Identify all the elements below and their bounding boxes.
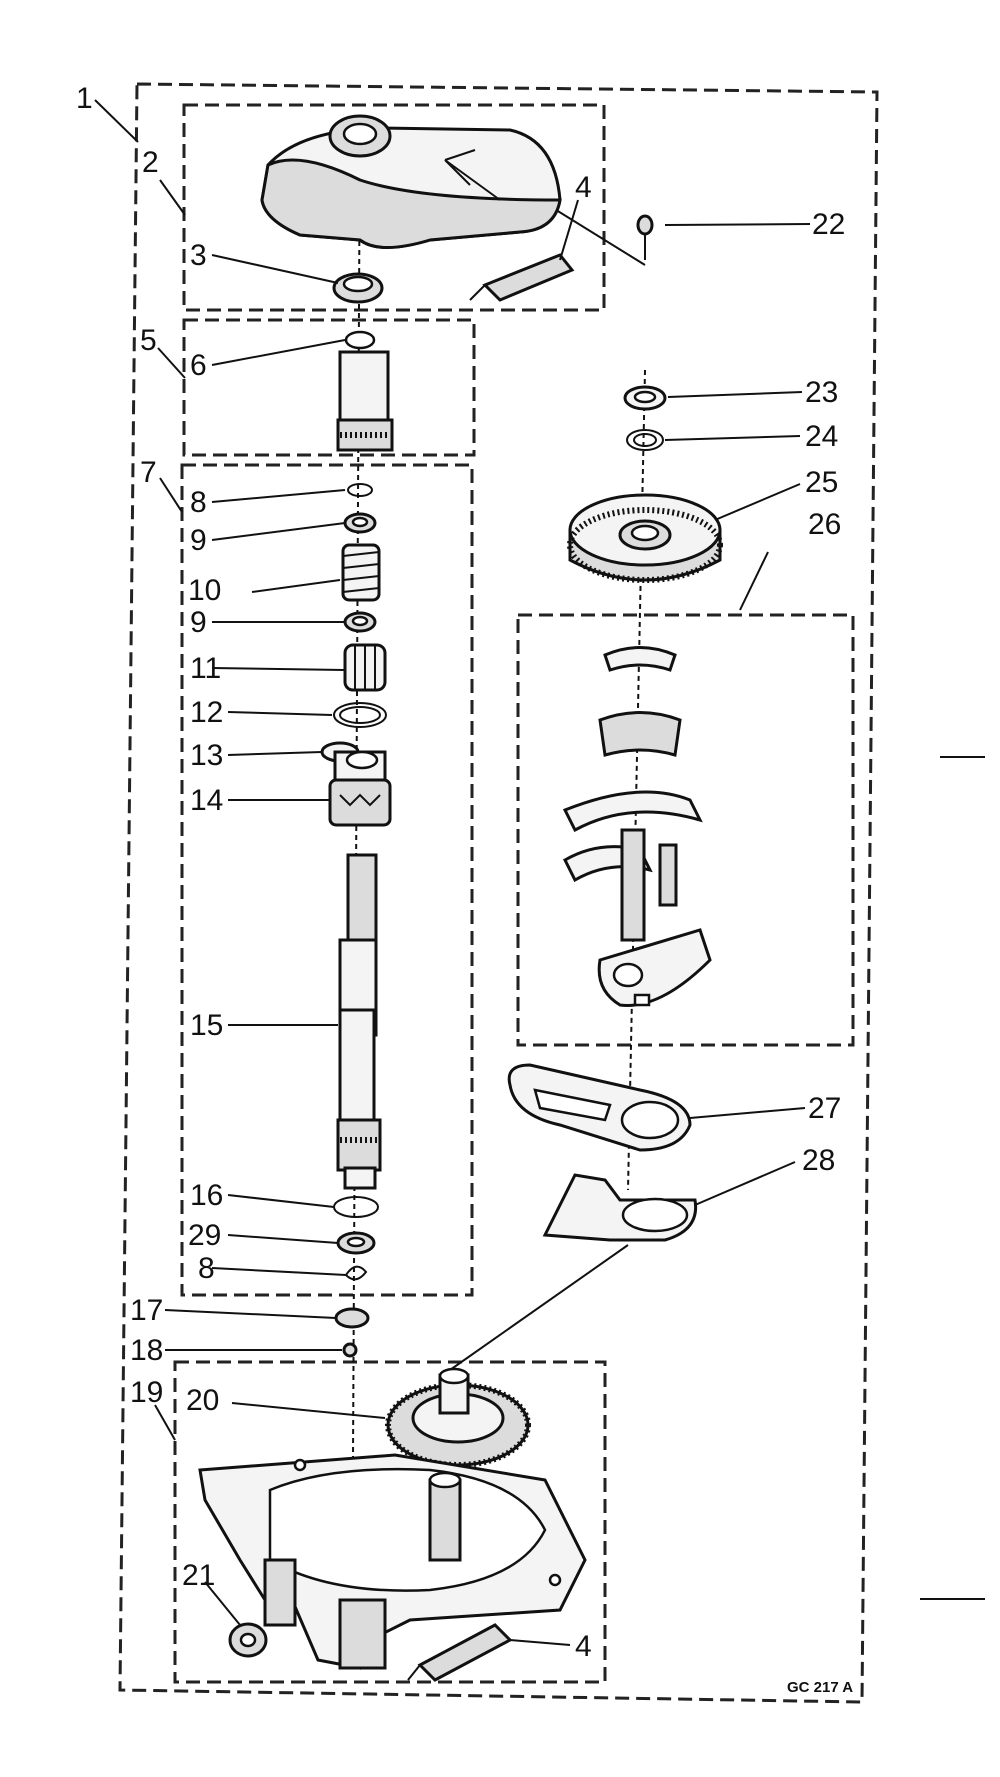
washer-16 (333, 1196, 379, 1218)
washer-9-lower (343, 611, 377, 633)
callout-5: 5 (140, 324, 157, 357)
callout-10: 10 (188, 574, 221, 607)
margin-marks (920, 756, 985, 1600)
callout-7: 7 (140, 456, 157, 489)
callout-20: 20 (186, 1384, 219, 1417)
callout-24: 24 (805, 420, 838, 453)
retaining-clip-upper (347, 483, 373, 497)
callout-4-lower: 4 (575, 1630, 592, 1663)
callout-9-lower: 9 (190, 606, 207, 639)
gear-link-line (449, 1244, 629, 1371)
shift-lever-27 (507, 1063, 692, 1152)
callout-3: 3 (190, 239, 207, 272)
agitator-shaft-15 (336, 853, 382, 1190)
group-2-box (182, 103, 606, 312)
callout-28: 28 (802, 1144, 835, 1177)
leader-lines (94, 99, 811, 1646)
callout-19: 19 (130, 1376, 163, 1409)
drawing-reference-code: GC 217 A (787, 1679, 853, 1696)
bearing-29 (336, 1231, 376, 1255)
assembly-1-outline (118, 82, 879, 1704)
callout-17: 17 (130, 1294, 163, 1327)
callout-15: 15 (190, 1009, 223, 1042)
callout-2: 2 (142, 146, 159, 179)
nut-21 (228, 1622, 268, 1658)
gear-case-cover (260, 114, 562, 249)
callout-16: 16 (190, 1179, 223, 1212)
callout-29: 29 (188, 1219, 221, 1252)
large-gear-25 (567, 493, 723, 583)
clutch-13-14 (320, 741, 392, 827)
gear-case-19 (198, 1453, 587, 1670)
callout-9-upper: 9 (190, 524, 207, 557)
callout-6: 6 (190, 349, 207, 382)
retaining-clip-lower (345, 1265, 368, 1281)
upper-bearing (332, 272, 384, 304)
cage-bearing-11 (343, 643, 387, 692)
cover-screw (636, 214, 654, 260)
grease-tube-lower (407, 1623, 513, 1682)
group-19-box (173, 1360, 607, 1684)
drive-gear-20 (385, 1367, 531, 1468)
shifter-assembly-26 (562, 646, 712, 1007)
callout-14: 14 (190, 784, 223, 817)
callout-8-upper: 8 (190, 486, 207, 519)
washer-23 (623, 385, 667, 411)
shift-plate-28 (542, 1173, 698, 1242)
group-5-box (182, 318, 476, 457)
pinion-hub (336, 330, 394, 452)
ball-18 (342, 1342, 358, 1358)
callout-23: 23 (805, 376, 838, 409)
washer-24 (626, 429, 664, 451)
group-7-box (180, 463, 474, 1297)
callout-27: 27 (808, 1092, 841, 1125)
right-stack-axis (627, 369, 646, 1191)
callout-8-lower: 8 (198, 1252, 215, 1285)
callout-4-upper: 4 (575, 171, 592, 204)
callout-25: 25 (805, 466, 838, 499)
callout-26: 26 (808, 508, 841, 541)
callout-22: 22 (812, 208, 845, 241)
callout-21: 21 (182, 1559, 215, 1592)
callout-1: 1 (76, 82, 93, 115)
callout-12: 12 (190, 696, 223, 729)
callout-11: 11 (190, 652, 221, 685)
washer-9-upper (343, 512, 377, 534)
spring-10 (341, 543, 381, 602)
group-boxes (118, 82, 879, 1704)
callout-labels: 1 2 3 4 22 5 6 7 8 9 10 9 11 12 13 14 15… (76, 82, 853, 1696)
washer-17 (334, 1307, 370, 1329)
group-26-box (516, 613, 855, 1047)
callout-13: 13 (190, 739, 223, 772)
callout-18: 18 (130, 1334, 163, 1367)
grease-tube-upper (469, 253, 575, 302)
ring-12 (333, 702, 387, 728)
